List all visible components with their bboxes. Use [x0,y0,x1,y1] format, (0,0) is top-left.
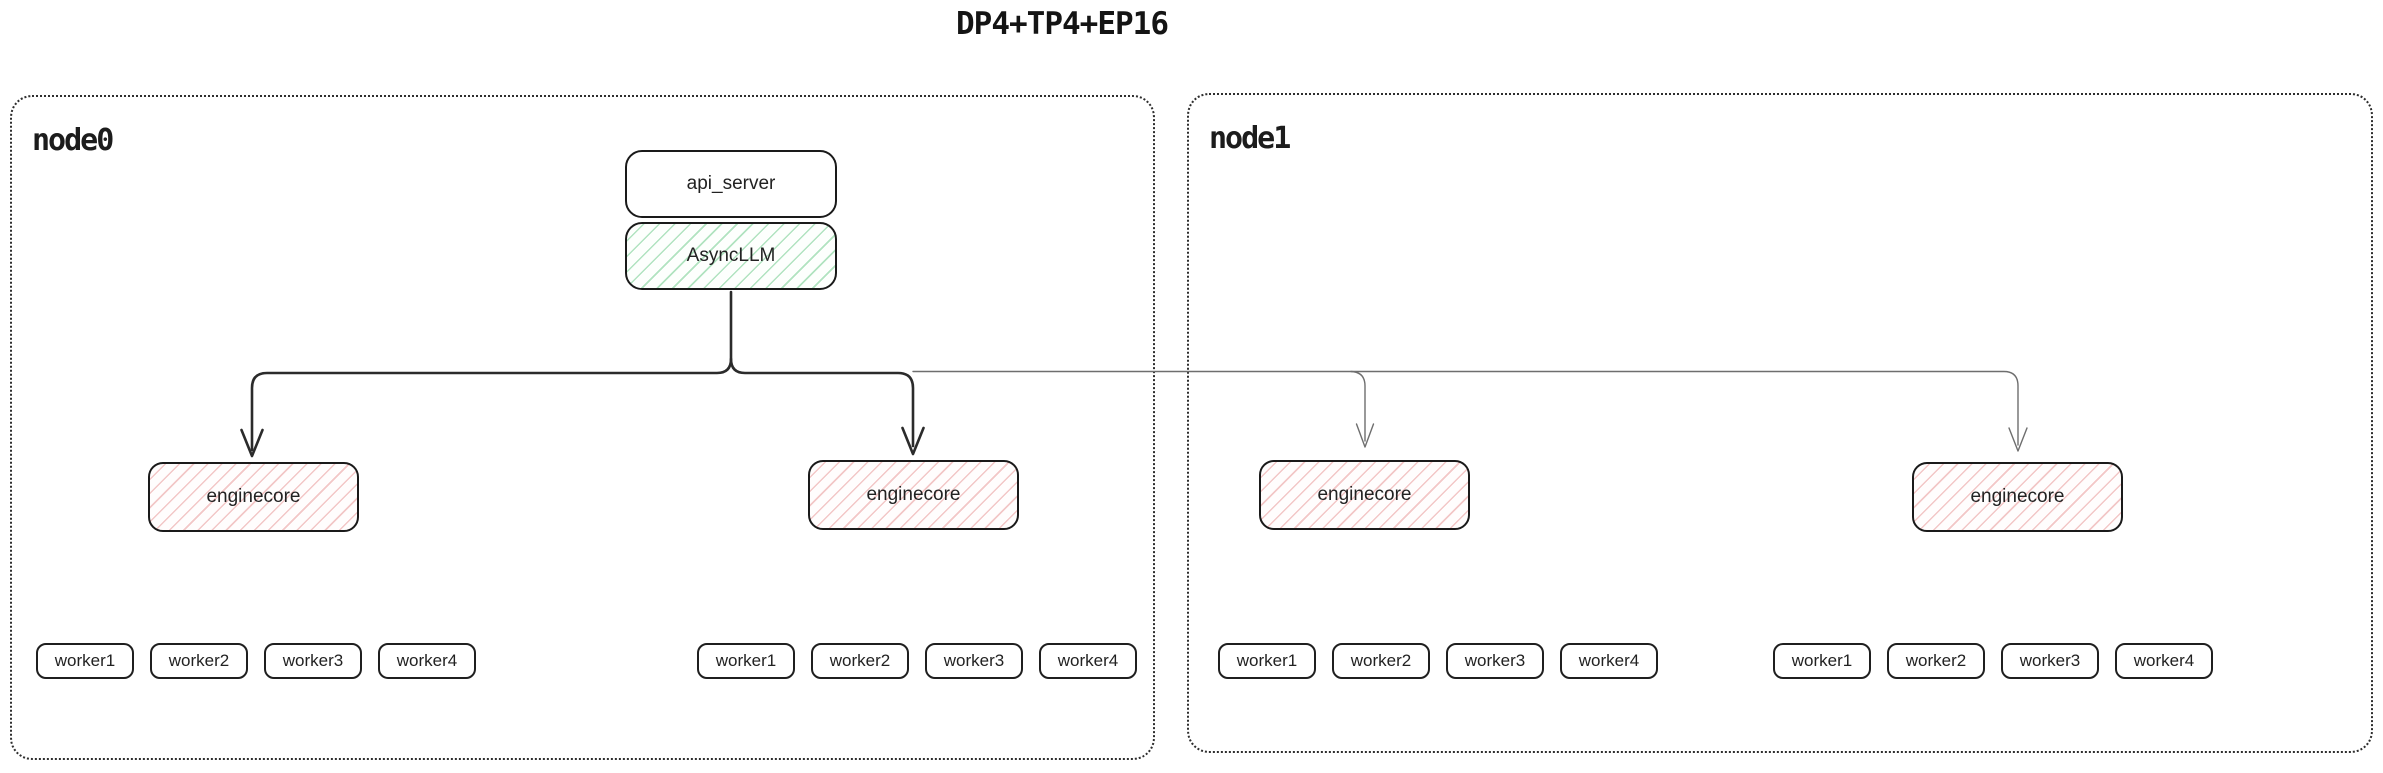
worker-label: worker2 [829,651,891,670]
worker-box: worker2 [811,643,909,679]
worker-box: worker2 [150,643,248,679]
worker-label: worker2 [1350,651,1412,670]
enginecore-box-2: enginecore [1259,460,1470,530]
worker-row-3: worker1 worker2 worker3 worker4 [1773,643,2213,679]
worker-label: worker1 [1236,651,1298,670]
worker-row-0: worker1 worker2 worker3 worker4 [36,643,476,679]
worker-label: worker3 [2019,651,2081,670]
api-server-box: api_server [625,150,837,218]
asyncllm-box: AsyncLLM [625,222,837,290]
page-title: DP4+TP4+EP16 [956,6,1169,42]
worker-box: worker1 [1773,643,1871,679]
worker-label: worker4 [396,651,458,670]
worker-box: worker3 [2001,643,2099,679]
worker-box: worker4 [378,643,476,679]
worker-box: worker2 [1332,643,1430,679]
enginecore-label: enginecore [1970,486,2065,507]
worker-label: worker4 [2133,651,2195,670]
worker-label: worker1 [54,651,116,670]
api-server-label: api_server [686,173,776,194]
worker-box: worker4 [1560,643,1658,679]
node1-label: node1 [1209,121,1291,156]
worker-label: worker3 [1464,651,1526,670]
worker-row-2: worker1 worker2 worker3 worker4 [1218,643,1658,679]
worker-box: worker3 [264,643,362,679]
worker-box: worker4 [1039,643,1137,679]
worker-box: worker1 [36,643,134,679]
node0-label: node0 [32,123,114,158]
worker-box: worker1 [697,643,795,679]
enginecore-box-0: enginecore [148,462,359,532]
enginecore-label: enginecore [206,486,301,507]
worker-box: worker1 [1218,643,1316,679]
worker-label: worker3 [282,651,344,670]
worker-box: worker4 [2115,643,2213,679]
worker-label: worker2 [168,651,230,670]
asyncllm-label: AsyncLLM [686,245,776,266]
worker-label: worker1 [1791,651,1853,670]
worker-label: worker3 [943,651,1005,670]
enginecore-label: enginecore [1317,484,1412,505]
worker-box: worker3 [1446,643,1544,679]
enginecore-box-1: enginecore [808,460,1019,530]
enginecore-label: enginecore [866,484,961,505]
worker-row-1: worker1 worker2 worker3 worker4 [697,643,1137,679]
worker-label: worker2 [1905,651,1967,670]
worker-label: worker4 [1578,651,1640,670]
worker-box: worker3 [925,643,1023,679]
worker-box: worker2 [1887,643,1985,679]
worker-label: worker4 [1057,651,1119,670]
worker-label: worker1 [715,651,777,670]
enginecore-box-3: enginecore [1912,462,2123,532]
